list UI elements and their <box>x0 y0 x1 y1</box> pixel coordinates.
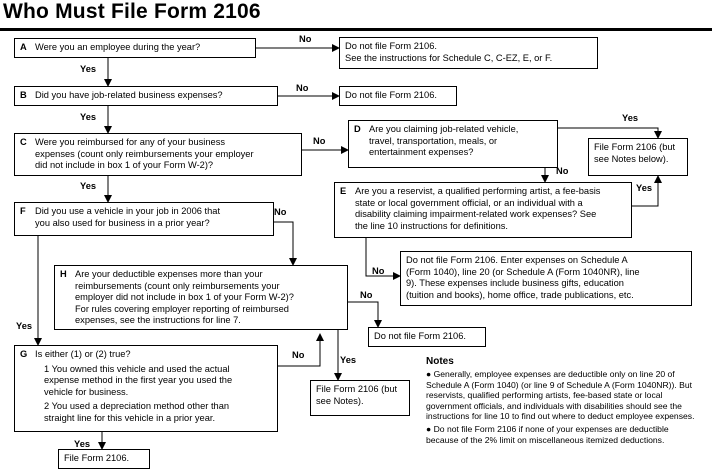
outcome-b-no: Do not file Form 2106. <box>339 86 457 106</box>
label-e-no: No <box>372 266 385 276</box>
notes-section: Notes ● Generally, employee expenses are… <box>426 356 698 448</box>
outcome-a-no-text: Do not file Form 2106. See the instructi… <box>345 41 553 63</box>
question-e-letter: E <box>340 186 347 196</box>
notes-item-2: ● Do not file Form 2106 if none of your … <box>426 424 698 445</box>
question-c-text: Were you reimbursed for any of your busi… <box>35 137 254 171</box>
label-a-yes: Yes <box>80 64 97 74</box>
outcome-a-no: Do not file Form 2106. See the instructi… <box>339 37 598 69</box>
label-b-no: No <box>296 83 309 93</box>
outcome-file-notes-below-text: File Form 2106 (but see Notes below). <box>594 142 676 164</box>
question-g-letter: G <box>20 349 28 359</box>
notes-item-1-text: Generally, employee expenses are deducti… <box>426 369 695 422</box>
question-f-box: F Did you use a vehicle in your job in 20… <box>14 202 274 236</box>
question-e-box: E Are you a reservist, a qualified perfor… <box>334 182 632 238</box>
outcome-g-yes: File Form 2106. <box>58 449 150 469</box>
outcome-h-no: Do not file Form 2106. <box>368 327 486 347</box>
label-c-no: No <box>313 136 326 146</box>
outcome-b-no-text: Do not file Form 2106. <box>345 90 437 100</box>
label-d-no: No <box>556 166 569 176</box>
question-d-box: D Are you claiming job-related vehicle, t… <box>348 120 558 168</box>
question-h-text: Are your deductible expenses more than y… <box>75 269 294 326</box>
question-b-letter: B <box>20 90 27 100</box>
question-c-box: C Were you reimbursed for any of your bus… <box>14 133 302 176</box>
title-rule <box>0 28 712 31</box>
question-f-letter: F <box>20 206 26 216</box>
arrow-f-no <box>274 221 297 266</box>
label-h-no: No <box>360 290 373 300</box>
outcome-e-no-text: Do not file Form 2106. Enter expenses on… <box>406 255 640 300</box>
label-f-yes: Yes <box>16 321 33 331</box>
label-c-yes: Yes <box>80 181 97 191</box>
label-e-yes: Yes <box>636 183 653 193</box>
notes-bullet-2: ● <box>426 424 432 435</box>
notes-title: Notes <box>426 356 454 367</box>
notes-item-2-text: Do not file Form 2106 if none of your ex… <box>426 424 669 445</box>
outcome-h-no-text: Do not file Form 2106. <box>374 331 466 341</box>
label-g-no: No <box>292 350 305 360</box>
question-g-option-2: 2 You used a depreciation method other t… <box>44 401 230 423</box>
arrow-h-no <box>348 301 382 328</box>
question-g-text: Is either (1) or (2) true? <box>35 349 131 359</box>
label-d-yes: Yes <box>622 113 639 123</box>
outcome-e-no: Do not file Form 2106. Enter expenses on… <box>400 251 692 306</box>
outcome-h-yes-text: File Form 2106 (but see Notes). <box>316 384 398 406</box>
question-d-letter: D <box>354 124 361 134</box>
label-b-yes: Yes <box>80 112 97 122</box>
question-h-letter: H <box>60 269 67 279</box>
label-h-yes: Yes <box>340 355 357 365</box>
question-f-text: Did you use a vehicle in your job in 200… <box>35 206 221 228</box>
page-title: Who Must File Form 2106 <box>3 0 261 23</box>
question-b-box: B Did you have job-related business expen… <box>14 86 278 106</box>
arrow-e-yes <box>632 175 662 207</box>
arrow-e-no <box>365 238 401 280</box>
notes-item-1: ● Generally, employee expenses are deduc… <box>426 369 698 421</box>
question-h-box: H Are your deductible expenses more than … <box>54 265 348 330</box>
arrow-g-no <box>278 333 324 367</box>
label-g-yes: Yes <box>74 439 91 449</box>
question-e-text: Are you a reservist, a qualified perform… <box>355 186 601 231</box>
question-g-box: G Is either (1) or (2) true? 1 You owned… <box>14 345 278 432</box>
question-a-letter: A <box>20 42 27 52</box>
question-g-option-1: 1 You owned this vehicle and used the ac… <box>44 363 233 397</box>
label-a-no: No <box>299 34 312 44</box>
question-b-text: Did you have job-related business expens… <box>35 90 223 100</box>
outcome-file-notes-below: File Form 2106 (but see Notes below). <box>588 138 688 176</box>
arrow-d-yes <box>558 127 662 139</box>
question-a-box: A Were you an employee during the year? <box>14 38 256 58</box>
question-a-text: Were you an employee during the year? <box>35 42 201 52</box>
outcome-h-yes: File Form 2106 (but see Notes). <box>310 380 410 416</box>
question-d-text: Are you claiming job-related vehicle, tr… <box>369 124 519 158</box>
label-f-no: No <box>274 207 287 217</box>
notes-bullet-1: ● <box>426 369 432 380</box>
outcome-g-yes-text: File Form 2106. <box>64 453 130 463</box>
question-c-letter: C <box>20 137 27 147</box>
